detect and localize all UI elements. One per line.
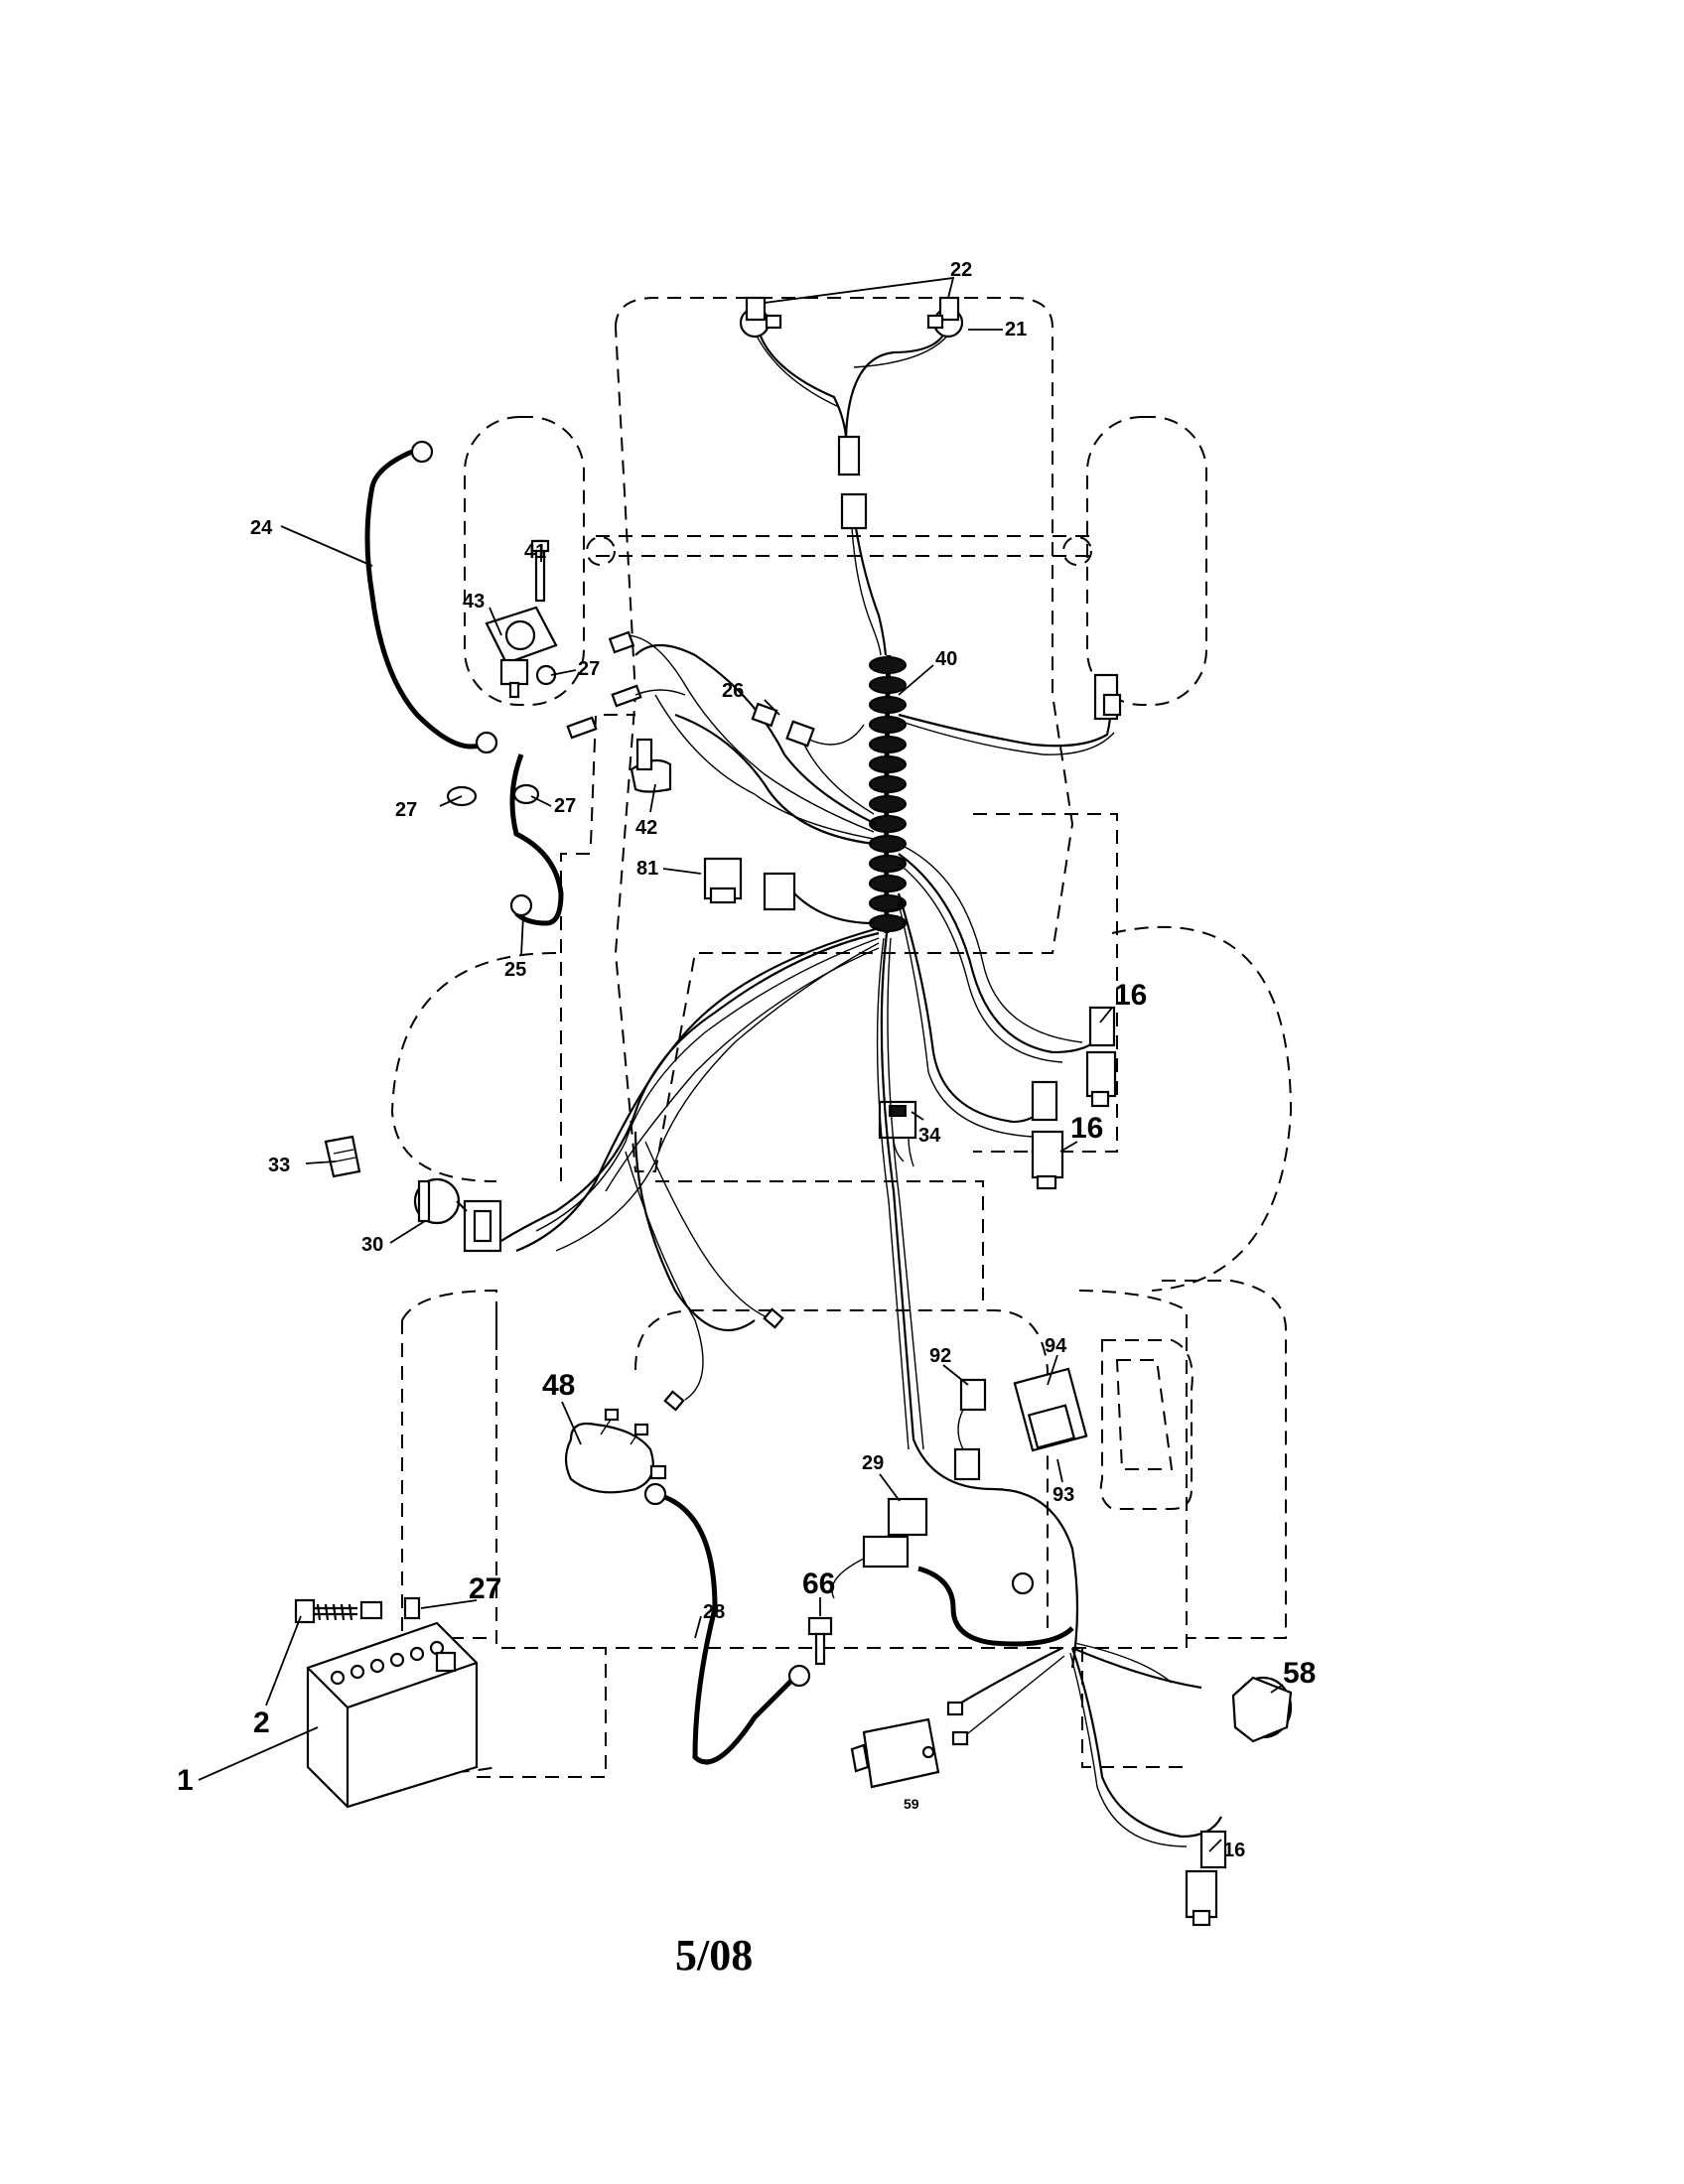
callout-34: 34: [918, 1125, 941, 1147]
callout-33: 33: [268, 1155, 290, 1176]
callout-29: 29: [862, 1452, 884, 1474]
date-code: 5/08: [675, 1931, 753, 1979]
callout-43: 43: [463, 591, 485, 613]
module-59: [850, 1717, 940, 1789]
parts: [294, 296, 1293, 1809]
callout-94: 94: [1045, 1335, 1067, 1357]
leaders: [198, 276, 1284, 1852]
callout-27-c: 27: [554, 795, 576, 817]
starter-solenoid: [485, 539, 558, 699]
callout-27-b: 27: [395, 799, 417, 821]
callout-41: 41: [524, 541, 546, 563]
headlight-left: [739, 296, 782, 339]
headlight-right: [926, 296, 964, 339]
callout-21: 21: [1005, 319, 1027, 341]
callout-1: 1: [177, 1764, 194, 1797]
callout-93: 93: [1052, 1484, 1074, 1506]
alarm-58: [1231, 1676, 1293, 1743]
callout-59: 59: [904, 1796, 919, 1812]
callout-16-a: 16: [1114, 979, 1147, 1012]
callout-81: 81: [636, 858, 658, 880]
callout-42: 42: [635, 817, 657, 839]
callout-40: 40: [935, 648, 957, 670]
callout-27-d: 27: [469, 1572, 501, 1605]
callout-92: 92: [929, 1345, 951, 1367]
callout-22: 22: [950, 259, 972, 281]
callout-16-c: 16: [1223, 1840, 1245, 1861]
callout-2: 2: [253, 1706, 270, 1739]
callout-26: 26: [722, 680, 744, 702]
callout-16-b: 16: [1070, 1112, 1103, 1145]
callout-25: 25: [504, 959, 526, 981]
wiring-harness: [364, 322, 1227, 1927]
callout-30: 30: [361, 1234, 383, 1256]
callout-28: 28: [703, 1601, 725, 1623]
callout-24: 24: [250, 517, 273, 539]
callout-66: 66: [802, 1568, 835, 1600]
loom-coil: [869, 656, 907, 932]
callout-58: 58: [1283, 1657, 1316, 1690]
callout-27-a: 27: [578, 658, 600, 680]
battery: [306, 1621, 479, 1809]
callout-48: 48: [542, 1369, 575, 1402]
callout-labels: 22 21 24 41 43 27 40 26 27 27 42 81 25 1…: [177, 259, 1316, 1861]
